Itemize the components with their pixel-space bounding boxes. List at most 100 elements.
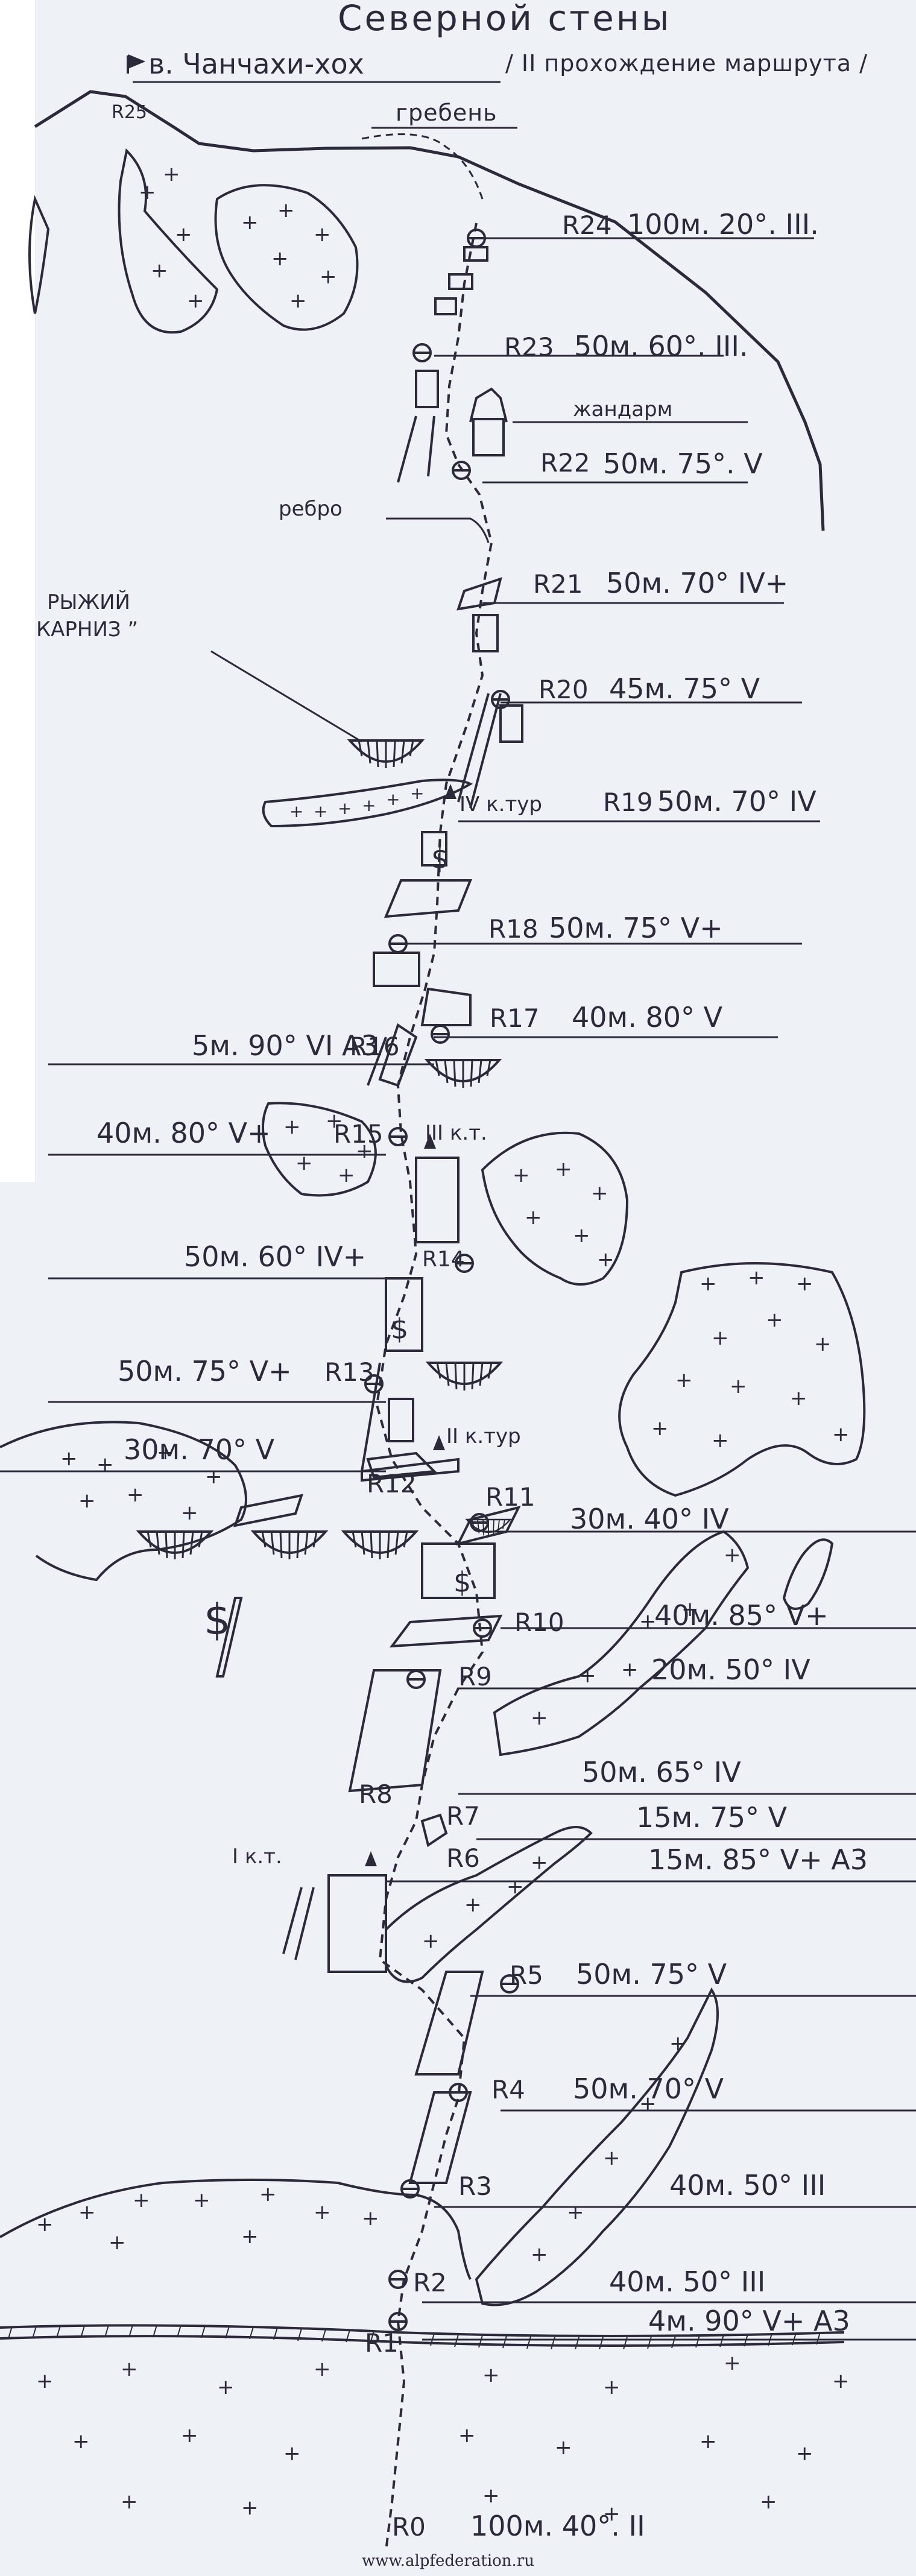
svg-text:+: +: [139, 180, 156, 204]
svg-text:+: +: [567, 2200, 584, 2224]
point-r19: R19: [603, 788, 653, 817]
svg-text:$: $: [391, 1313, 408, 1345]
pitch-r7: 15м. 75° V: [636, 1801, 788, 1834]
ridge-path-dashed: [361, 133, 484, 200]
tur-4-icon: [444, 784, 456, 799]
pitch-r6: 15м. 85° V+ A3: [648, 1843, 868, 1876]
svg-text:+: +: [289, 801, 303, 821]
snow-field-r14: [481, 1131, 629, 1286]
svg-text:+: +: [259, 2182, 277, 2206]
point-r12: R12: [367, 1469, 417, 1498]
svg-text:+: +: [458, 2423, 476, 2448]
point-r7: R7: [446, 1801, 480, 1831]
svg-text:+: +: [700, 1272, 717, 1296]
svg-text:+: +: [314, 2200, 331, 2224]
svg-text:+: +: [356, 1139, 373, 1163]
svg-text:+: +: [175, 223, 192, 247]
svg-text:$: $: [204, 1595, 231, 1644]
point-r1: R1: [365, 2328, 399, 2358]
svg-text:+: +: [748, 1266, 765, 1290]
svg-text:+: +: [386, 789, 400, 809]
svg-text:+: +: [464, 1893, 482, 1917]
svg-text:+: +: [362, 2206, 379, 2230]
point-r4: R4: [491, 2075, 525, 2104]
svg-text:+: +: [513, 1163, 530, 1187]
svg-text:+: +: [277, 198, 295, 223]
svg-text:+: +: [700, 2429, 717, 2454]
svg-text:+: +: [531, 2243, 548, 2267]
svg-text:+: +: [796, 2442, 813, 2466]
point-r22: R22: [540, 448, 590, 478]
svg-text:$: $: [453, 1566, 471, 1599]
rib-pointer: [386, 517, 490, 543]
point-r9: R9: [458, 1662, 492, 1691]
svg-text:+: +: [217, 2375, 235, 2399]
header-route-pass: / II прохождение маршрута /: [505, 50, 868, 77]
pitch-leader-lines: [0, 237, 916, 2341]
ridge-line: [34, 90, 825, 531]
pitch-r1: 4м. 90° V+ A3: [648, 2305, 850, 2337]
svg-text:+: +: [78, 1489, 96, 1513]
ridge-label: гребень: [396, 99, 497, 126]
crag-band-top: [0, 2324, 845, 2337]
svg-text:+: +: [790, 1386, 807, 1410]
point-r6: R6: [446, 1843, 480, 1873]
svg-text:+: +: [482, 2363, 500, 2387]
point-r10: R10: [514, 1608, 564, 1637]
snow-field-left: [0, 1421, 247, 1582]
svg-text:+: +: [681, 1597, 699, 1621]
svg-text:+: +: [163, 162, 180, 186]
svg-text:+: +: [832, 1422, 850, 1447]
point-r16: R16: [350, 1032, 400, 1061]
pitch-r23: 50м. 60°. III.: [574, 330, 748, 362]
watermark: www.alpfederation.ru: [362, 2552, 534, 2570]
pitch-r14: 50м. 60° IV+: [184, 1240, 366, 1273]
piton-icons: [364, 229, 519, 2331]
svg-text:+: +: [187, 289, 204, 313]
pitch-r12: 30м. 70° V: [124, 1433, 275, 1466]
svg-text:+: +: [60, 1447, 78, 1471]
cornice-pointer: [210, 650, 362, 743]
point-r20: R20: [539, 675, 589, 704]
svg-text:+: +: [193, 2188, 210, 2212]
snow-patch-2: [214, 184, 359, 331]
svg-text:+: +: [338, 798, 352, 818]
svg-text:+: +: [283, 1115, 301, 1139]
svg-text:+: +: [639, 1609, 657, 1634]
svg-text:+: +: [127, 1483, 144, 1507]
pitch-r0: 100м. 40°. II: [470, 2510, 645, 2542]
tur-1-label: I к.т.: [232, 1845, 282, 1869]
tur-2-icon: [433, 1435, 445, 1450]
svg-text:+: +: [181, 2423, 198, 2448]
snow-marks: + + + + + + + + + + + + + + + + + + + + + + + + + + + + + + + + + + +…: [36, 162, 850, 2526]
svg-text:+: +: [72, 2429, 90, 2454]
pitch-r11: 30м. 40° IV: [570, 1503, 729, 1535]
pitch-r18: 50м. 75° V+: [549, 912, 723, 944]
point-r17: R17: [490, 1003, 540, 1033]
pitch-r2: 40м. 50° III: [609, 2265, 765, 2298]
pitch-r20: 45м. 75° V: [609, 672, 760, 705]
svg-text:+: +: [326, 1109, 343, 1133]
svg-text:+: +: [651, 1416, 669, 1441]
svg-text:+: +: [157, 1441, 174, 1465]
svg-text:+: +: [669, 2031, 687, 2056]
point-r3: R3: [458, 2171, 492, 2201]
svg-text:+: +: [133, 2188, 150, 2212]
svg-text:+: +: [555, 2436, 572, 2460]
svg-text:+: +: [36, 2212, 54, 2237]
svg-text:+: +: [675, 1368, 693, 1392]
svg-text:+: +: [603, 2502, 621, 2526]
svg-text:+: +: [295, 1151, 313, 1175]
pitch-r19: 50м. 70° IV: [657, 785, 817, 818]
point-r21: R21: [533, 569, 583, 599]
svg-text:+: +: [603, 2146, 621, 2170]
gendarme-label: жандарм: [573, 397, 672, 421]
svg-text:+: +: [531, 1706, 548, 1730]
svg-text:+: +: [151, 259, 168, 283]
tur-3-label: III к.т.: [425, 1121, 487, 1145]
snow-field-r4: [475, 1987, 719, 2306]
peak-name: в. Чанчахи-хох: [148, 48, 364, 80]
svg-text:+: +: [712, 1326, 729, 1350]
point-r8: R8: [359, 1779, 393, 1809]
svg-text:+: +: [289, 289, 307, 313]
